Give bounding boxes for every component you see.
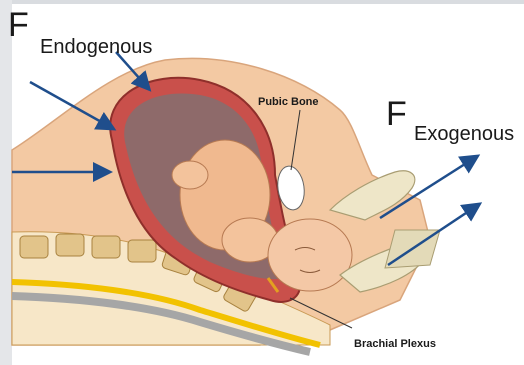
- fetal-head: [268, 219, 352, 291]
- exogenous-label: Exogenous: [414, 123, 514, 145]
- left-frame: [0, 0, 12, 365]
- panel-letter-right: F: [386, 97, 407, 131]
- panel-letter-left: F: [8, 8, 29, 42]
- top-frame: [0, 0, 524, 4]
- brachial-plexus-label: Brachial Plexus: [354, 338, 436, 351]
- endogenous-label: Endogenous: [40, 36, 152, 58]
- pubic-bone-label: Pubic Bone: [258, 96, 319, 109]
